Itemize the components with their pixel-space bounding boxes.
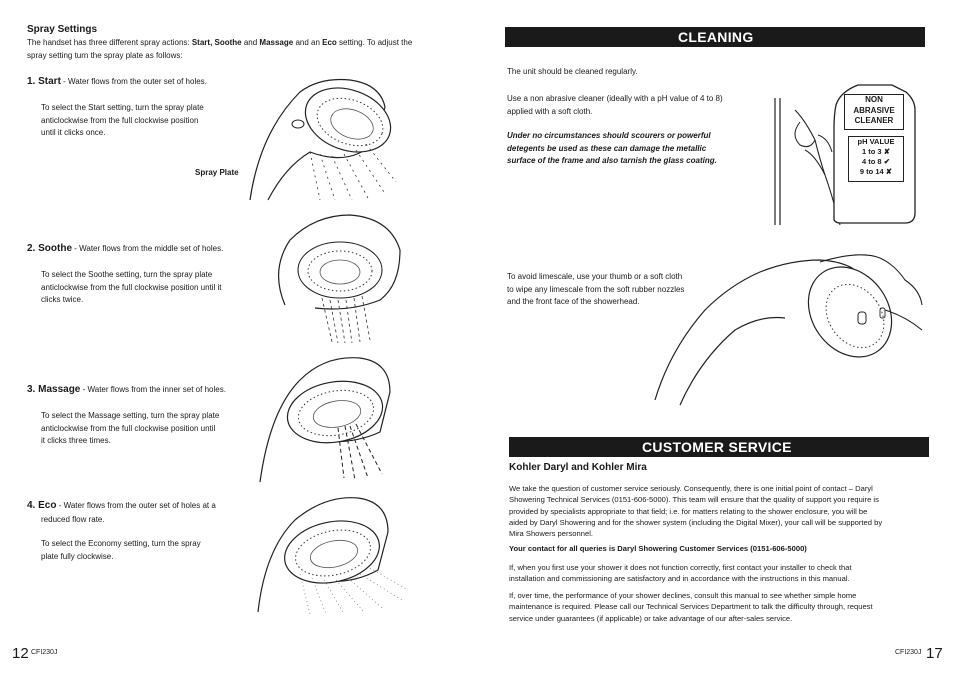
customer-service-title: CUSTOMER SERVICE [642,439,792,455]
step-massage-heading: 3. Massage - Water flows from the inner … [27,384,226,395]
step-eco-heading: 4. Eco - Water flows from the outer set … [27,500,216,511]
showerhead-soothe-illustration [277,214,401,344]
cleaning-warning: Under no circumstances should scourers o… [507,131,717,165]
ph-table: pH VALUE 1 to 3 ✘ 4 to 8 ✔ 9 to 14 ✘ [848,136,904,182]
customer-service-p2: If, when you first use your shower it do… [509,563,852,584]
step-eco-summary-cont: reduced flow rate. [41,515,105,524]
page-code-right: CFI230J [895,649,922,656]
step-soothe-text: To select the Soothe setting, turn the s… [41,270,222,304]
step-eco-text: To select the Economy setting, turn the … [41,539,201,561]
step-massage-text: To select the Massage setting, turn the … [41,411,220,445]
page-number-left: 12 [12,645,29,662]
customer-service-subtitle: Kohler Daryl and Kohler Mira [509,462,647,473]
spray-settings-title: Spray Settings [27,24,98,35]
limescale-illustration [654,254,923,406]
page-code-left: CFI230J [31,649,58,656]
ph-row: 1 to 3 ✘ [862,147,890,156]
check-icon: ✔ [883,157,890,166]
showerhead-massage-illustration [259,357,391,483]
customer-service-contact: Your contact for all queries is Daryl Sh… [509,544,807,553]
spray-intro: The handset has three different spray ac… [27,38,413,60]
page-number-right: 17 [926,645,943,662]
cleaning-banner: CLEANING [505,27,925,47]
step-start-text: To select the Start setting, turn the sp… [41,103,204,137]
customer-service-p3: If, over time, the performance of your s… [509,591,873,623]
limescale-text: To avoid limescale, use your thumb or a … [507,272,685,306]
cross-icon: ✘ [883,147,890,156]
spray-plate-label: Spray Plate [195,168,239,177]
showerhead-start-illustration [249,78,397,201]
customer-service-banner: CUSTOMER SERVICE [509,437,929,457]
cleaning-title: CLEANING [678,29,754,45]
cleaning-p2: Use a non abrasive cleaner (ideally with… [507,94,723,116]
ph-row: 4 to 8 ✔ [862,157,890,166]
bottle-label: NON ABRASIVE CLEANER [844,94,904,130]
cross-icon: ✘ [885,167,893,176]
step-soothe-heading: 2. Soothe - Water flows from the middle … [27,243,224,254]
showerhead-eco-illustration [257,497,409,615]
cleaning-p1: The unit should be cleaned regularly. [507,67,638,76]
customer-service-p1: We take the question of customer service… [509,484,883,539]
ph-row: 9 to 14 ✘ [859,167,893,176]
step-start-heading: 1. Start - Water flows from the outer se… [27,76,207,87]
